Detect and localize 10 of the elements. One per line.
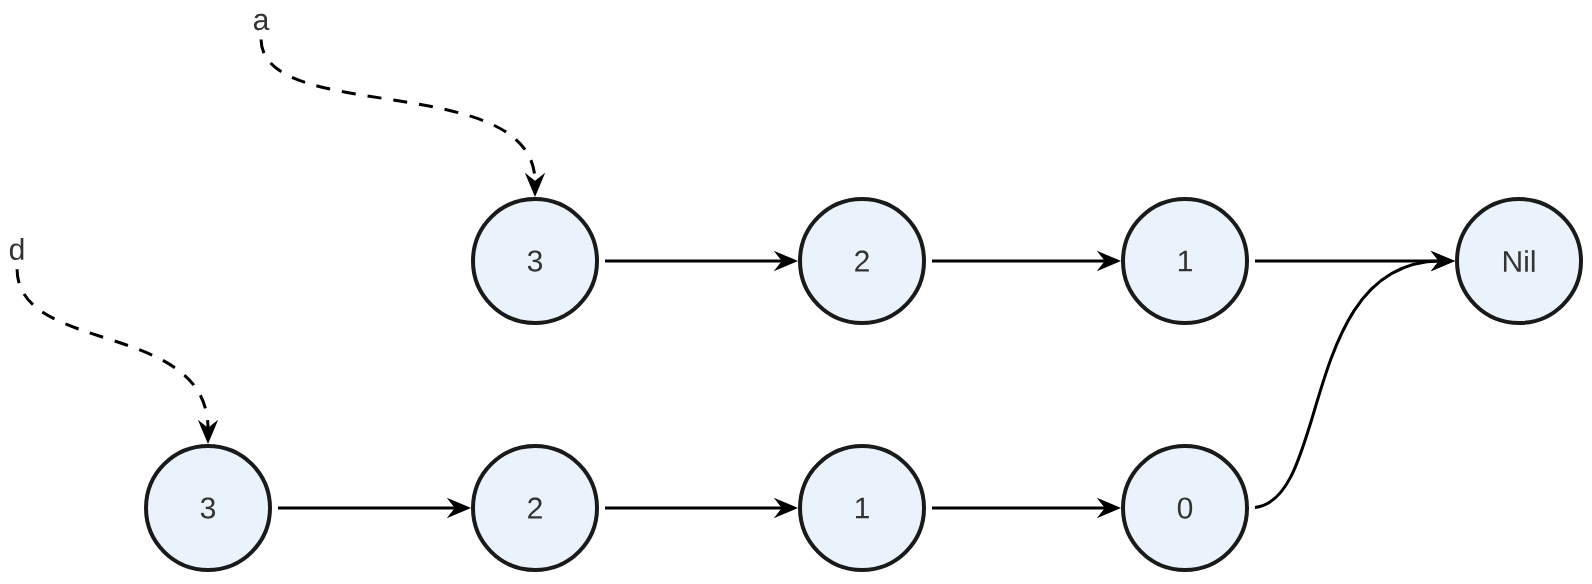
circle-node: 2 [798,197,926,325]
circle-node: Nil [1455,197,1583,325]
circle-node: 1 [798,444,926,572]
pointer-label: d [9,238,24,261]
circle-node: 3 [144,444,272,572]
circle-node: 1 [1121,197,1249,325]
pointer-label: a [253,13,270,31]
circle-node: 0 [1121,444,1249,572]
circle-node: 3 [471,197,599,325]
circle-node: 2 [471,444,599,572]
